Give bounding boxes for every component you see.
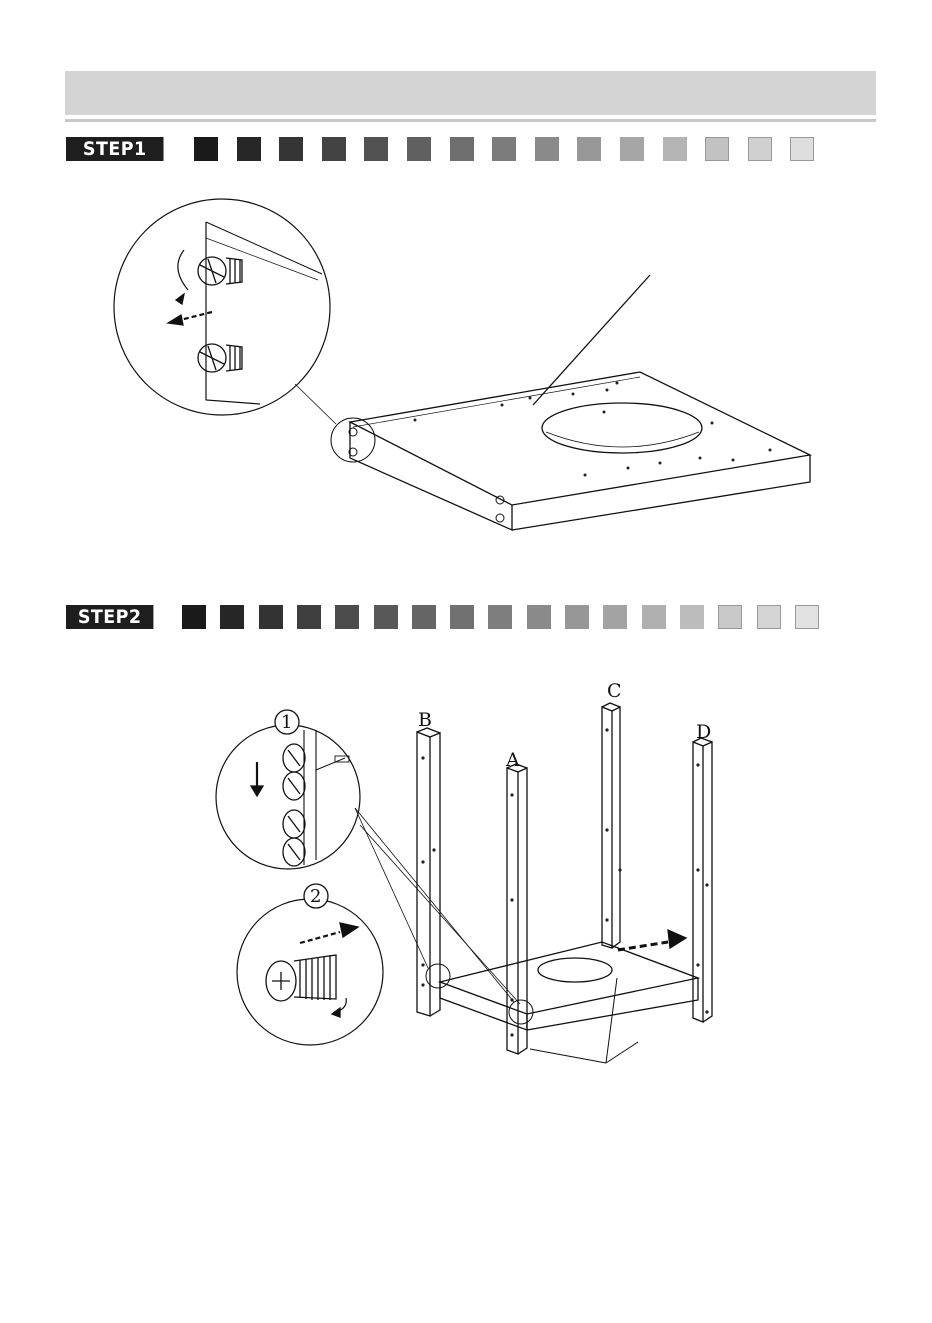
leg-d	[693, 738, 712, 1022]
magnified-detail-step2-2	[237, 899, 383, 1045]
leg-d-label: D	[696, 721, 711, 743]
leg-b	[417, 728, 440, 1016]
tray-hole-2	[538, 958, 612, 982]
leg-c	[602, 703, 620, 948]
leg-a-label: A	[505, 749, 520, 771]
step2-detail-number-2: 2	[310, 886, 321, 907]
leg-c-label: C	[607, 680, 622, 702]
leg-b-label: B	[418, 709, 432, 731]
detail-bolt	[266, 955, 336, 1001]
step2-detail-number-1: 1	[281, 712, 292, 733]
detail-screws-2	[283, 744, 305, 866]
tray-top-2	[440, 942, 698, 1014]
